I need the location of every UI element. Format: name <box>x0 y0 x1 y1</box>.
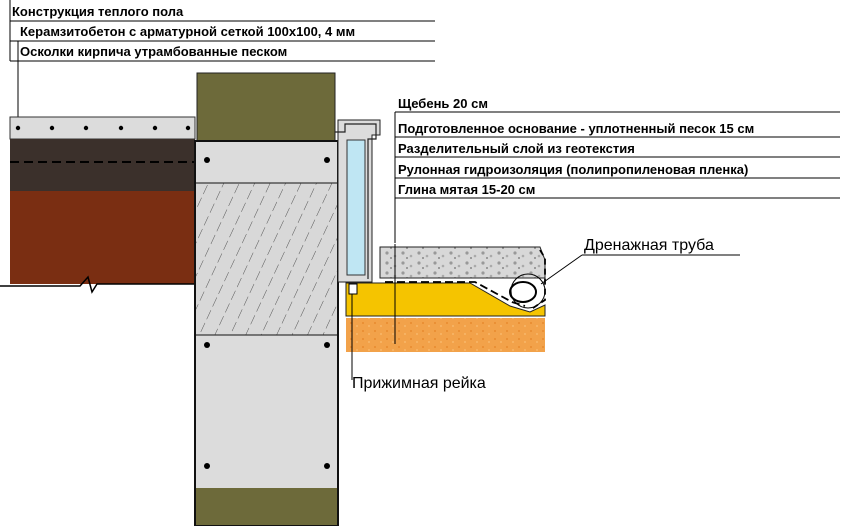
clay-layer <box>346 318 545 352</box>
blue-insulation <box>346 139 366 276</box>
label-drain-pipe: Дренажная труба <box>584 237 714 254</box>
label-gravel: Щебень 20 см <box>398 96 488 111</box>
label-brick-fragments: Осколки кирпича утрамбованные песком <box>20 44 287 59</box>
label-geotextile: Разделительный слой из геотекстия <box>398 141 635 156</box>
gravel-layer <box>379 246 546 279</box>
brick-fragments-layer <box>10 191 195 284</box>
sand-base-layer <box>345 282 546 317</box>
clamp-strip <box>348 283 358 295</box>
label-clay: Глина мятая 15-20 см <box>398 182 535 197</box>
hatched-wall-section <box>196 183 337 335</box>
wall-bottom-block <box>196 488 337 525</box>
dark-layer <box>10 139 195 191</box>
label-clamp-strip: Прижимная рейка <box>352 375 486 392</box>
rebar-dots <box>15 125 191 131</box>
label-sand-base: Подготовленное основание - уплотненный п… <box>398 121 754 136</box>
keramzit-concrete-layer <box>9 116 196 140</box>
label-warm-floor: Конструкция теплого пола <box>12 4 184 19</box>
wall-bolts <box>204 157 330 469</box>
right-label-lines <box>394 111 840 344</box>
left-label-lines <box>9 0 435 118</box>
drain-pipe <box>509 281 537 303</box>
label-keramzit-concrete: Керамзитобетон с арматурной сеткой 100х1… <box>20 24 355 39</box>
label-waterproofing: Рулонная гидроизоляция (полипропиленовая… <box>398 162 748 177</box>
wall-top-block <box>196 72 336 142</box>
